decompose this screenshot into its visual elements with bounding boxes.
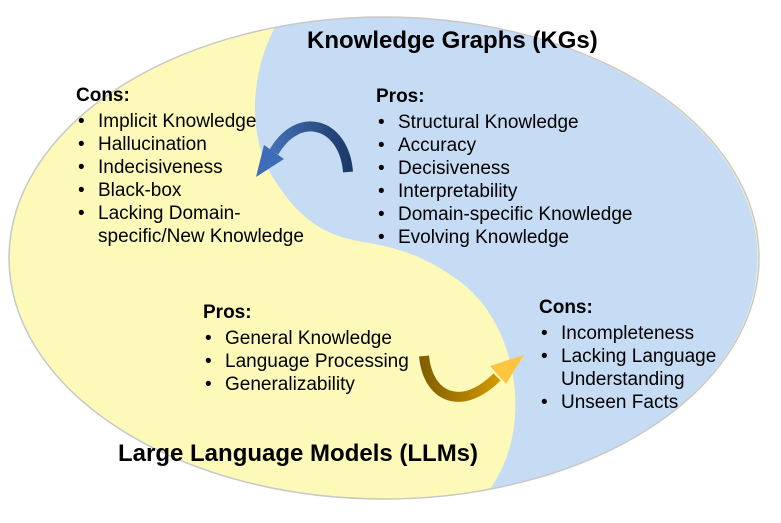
list-item: Evolving Knowledge <box>376 226 648 249</box>
llm-pros-list: General KnowledgeLanguage ProcessingGene… <box>203 327 433 396</box>
list-item: Structural Knowledge <box>376 111 648 134</box>
list-item: General Knowledge <box>203 327 433 350</box>
llm-pros-heading: Pros: <box>203 302 252 323</box>
list-item: Generalizability <box>203 373 433 396</box>
list-item: Unseen Facts <box>539 391 719 414</box>
list-item: Language Processing <box>203 350 433 373</box>
kg-cons-heading: Cons: <box>76 85 130 106</box>
list-item: Accuracy <box>376 134 648 157</box>
list-item: Interpretability <box>376 180 648 203</box>
kg-title: Knowledge Graphs (KGs) <box>307 27 598 54</box>
kg-pros-heading: Pros: <box>376 86 425 107</box>
list-item: Decisiveness <box>376 157 648 180</box>
llm-cons-heading: Cons: <box>539 297 593 318</box>
kg-cons-panel: Cons: Implicit KnowledgeHallucinationInd… <box>76 84 316 248</box>
list-item: Implicit Knowledge <box>76 110 316 133</box>
list-item: Incompleteness <box>539 322 719 345</box>
kg-pros-panel: Pros: Structural KnowledgeAccuracyDecisi… <box>376 85 648 249</box>
list-item: Domain-specific Knowledge <box>376 203 648 226</box>
kg-cons-list: Implicit KnowledgeHallucinationIndecisiv… <box>76 110 316 248</box>
list-item: Hallucination <box>76 133 316 156</box>
list-item: Lacking Language Understanding <box>539 345 719 391</box>
llm-title: Large Language Models (LLMs) <box>118 440 479 467</box>
gold-arrow-head <box>490 355 524 384</box>
list-item: Indecisiveness <box>76 156 316 179</box>
venn-ellipse-outline <box>8 16 760 500</box>
llm-cons-list: IncompletenessLacking Language Understan… <box>539 322 719 414</box>
llm-cons-panel: Cons: IncompletenessLacking Language Und… <box>539 296 719 414</box>
llm-pros-panel: Pros: General KnowledgeLanguage Processi… <box>203 301 433 396</box>
list-item: Black-box <box>76 179 316 202</box>
kg-pros-list: Structural KnowledgeAccuracyDecisiveness… <box>376 111 648 249</box>
list-item: Lacking Domain-specific/New Knowledge <box>76 202 316 248</box>
